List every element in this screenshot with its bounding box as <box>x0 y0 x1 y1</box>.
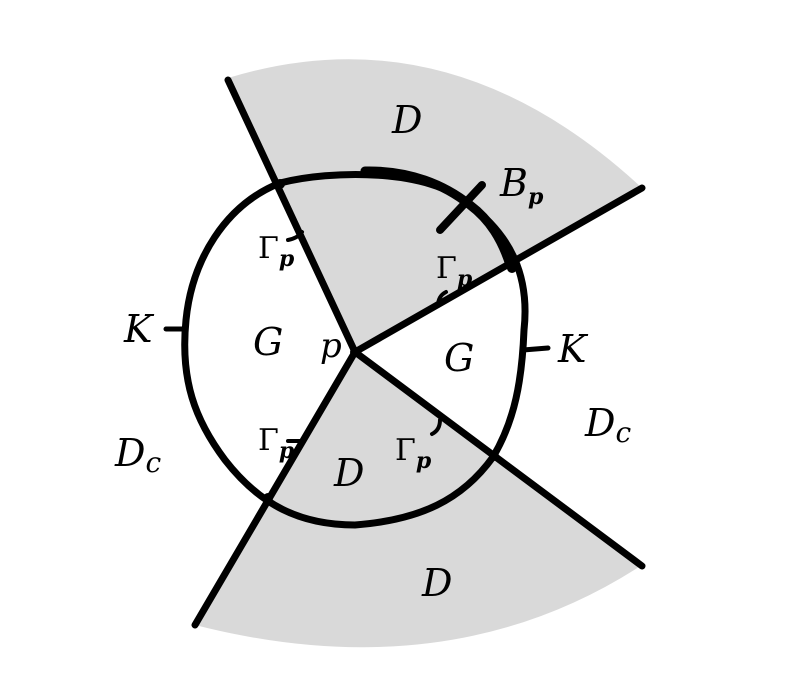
gamma-upper-right-tick <box>436 290 448 308</box>
bp-arc-segment <box>360 166 515 270</box>
label-gamma-lower-left: Γp <box>258 423 295 464</box>
region-d-upper-sector <box>228 59 642 353</box>
gamma-lower-right-tick <box>430 418 442 436</box>
label-p: p <box>320 326 342 366</box>
junction-upper-right <box>507 263 517 273</box>
junction-lower-right <box>489 451 499 461</box>
point-p-dot <box>350 347 360 357</box>
label-d-center: D <box>333 451 364 495</box>
ray-lower-left <box>191 348 359 629</box>
ray-upper-left <box>224 76 359 356</box>
junction-lower-left <box>263 493 273 503</box>
label-k-right: K <box>557 327 589 371</box>
k-right-tick <box>520 345 551 353</box>
label-g-right: G <box>444 336 474 380</box>
bp-tick <box>436 181 486 234</box>
label-d-bottom: D <box>421 561 452 605</box>
label-bp: Bp <box>499 161 544 210</box>
label-gamma-upper-left: Γp <box>258 231 295 272</box>
junction-upper-left <box>275 179 285 189</box>
ray-lower-right <box>351 348 646 570</box>
region-d-lower-sector <box>195 352 642 648</box>
label-g-left: G <box>253 320 283 364</box>
label-gamma-lower-right: Γp <box>395 433 432 474</box>
label-d-top: D <box>391 98 422 142</box>
label-gamma-upper-right: Γp <box>436 251 473 292</box>
label-dc-right: Dc <box>584 401 631 449</box>
ray-upper-right <box>351 184 646 356</box>
gamma-upper-left-tick <box>286 230 304 242</box>
label-k-left: K <box>123 307 155 351</box>
label-dc-left: Dc <box>114 431 161 479</box>
